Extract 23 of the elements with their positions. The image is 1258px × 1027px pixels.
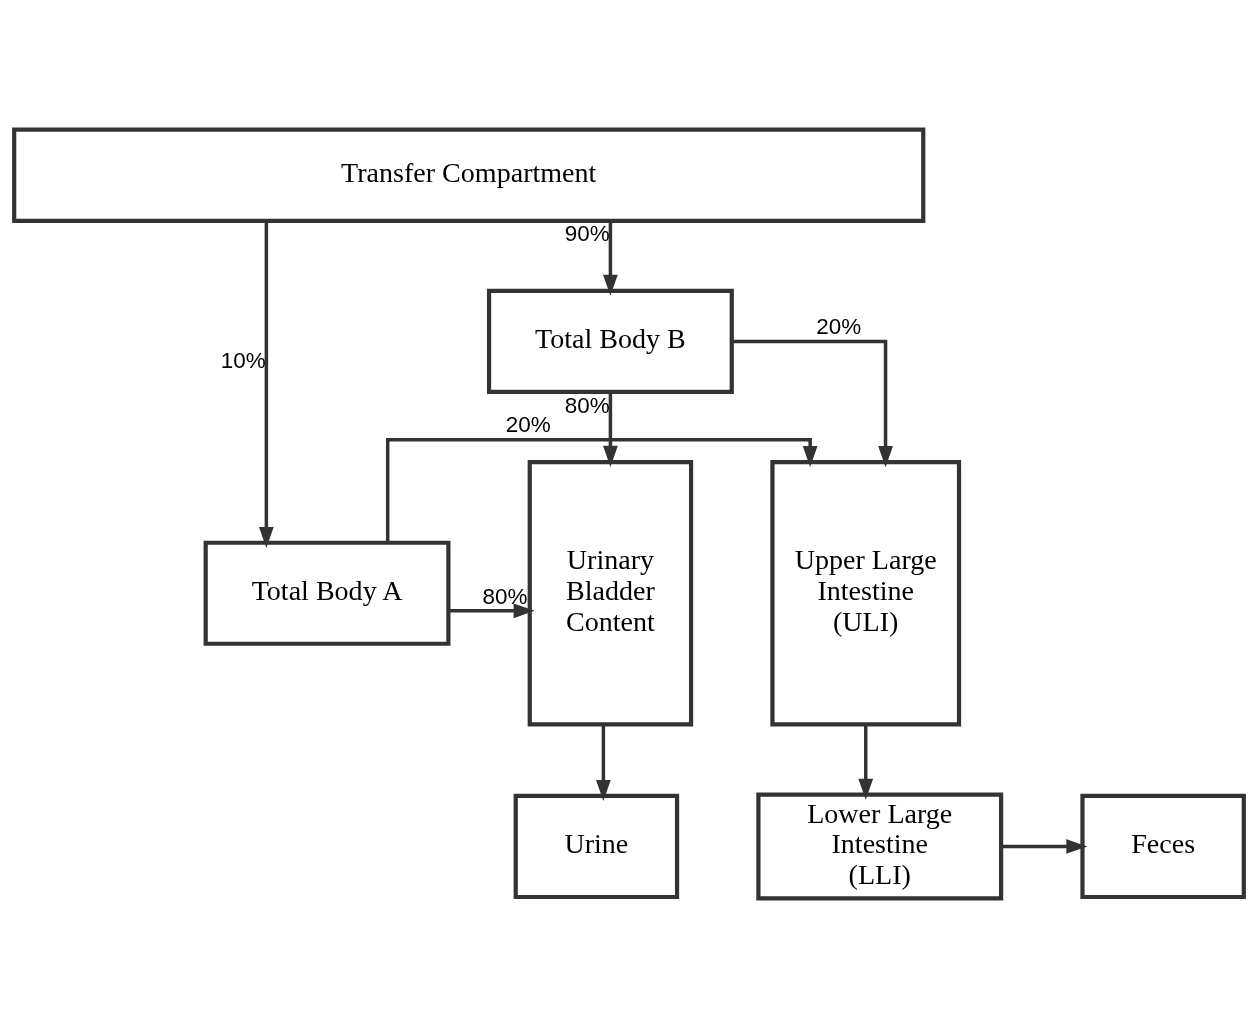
arrow [258,220,274,548]
edge-label: 10% [220,347,266,373]
edge-label: 20% [505,411,551,437]
arrow [603,220,618,296]
node-box: Upper Large Intestine (ULI) [770,459,962,727]
arrow [731,339,893,467]
arrow [448,602,535,618]
node-box: Transfer Compartment [12,127,926,223]
node-box: Total Body B [486,288,734,394]
arrow [1001,838,1088,854]
node-box: Urine [513,793,680,899]
arrow [596,724,611,801]
edge-label: 80% [564,392,610,418]
edge-label: 80% [482,583,528,608]
arrow [385,437,818,543]
node-box: Urinary Bladder Content [527,459,694,727]
node-box: Feces [1080,793,1246,899]
edge-label: 90% [564,220,610,246]
node-box: Total Body A [203,540,451,646]
arrow [858,724,874,800]
arrow [603,391,618,467]
node-box: Lower Large Intestine (LLI) [756,791,1004,900]
edge-label: 20% [816,313,862,339]
